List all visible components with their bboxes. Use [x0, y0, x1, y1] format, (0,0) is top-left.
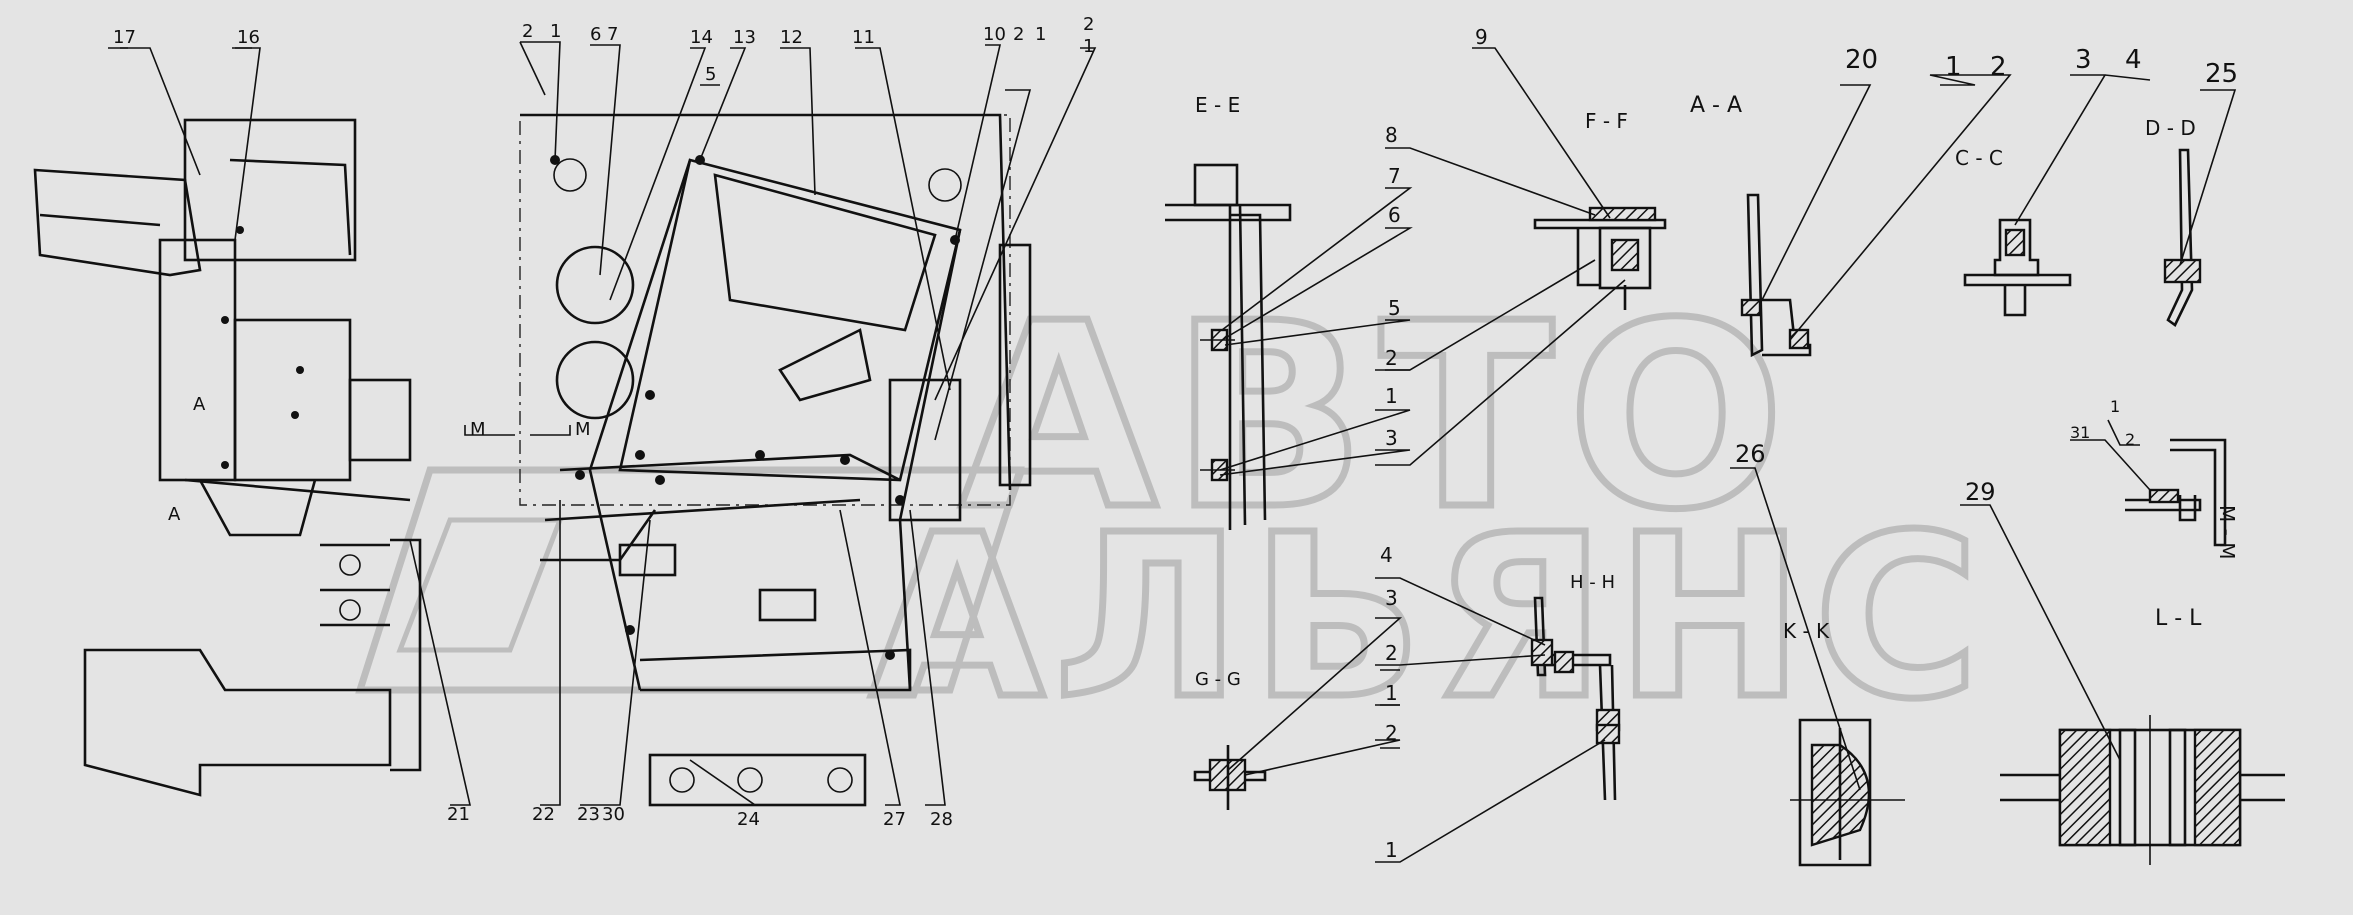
- callout-1h: 1: [1385, 838, 1398, 862]
- callout-9: 9: [1475, 25, 1488, 49]
- detail-callouts: 9 8 7 6 5 2 1 3 20 1 2 3 4 25 26 29 4 3 …: [1380, 25, 2238, 862]
- section-mm: M - M: [2125, 438, 2239, 559]
- callout-30: 30: [602, 804, 625, 825]
- callout-1b: 1: [1035, 24, 1046, 45]
- callout-2d: 2: [1385, 346, 1398, 370]
- section-dd-label: D - D: [2145, 116, 2196, 140]
- callout-23: 23: [577, 804, 600, 825]
- callout-1c: 1: [1083, 36, 1094, 57]
- section-aa-label: A - A: [1690, 93, 1742, 118]
- callout-20: 20: [1845, 45, 1878, 75]
- callout-4e: 4: [2125, 45, 2142, 75]
- callout-25: 25: [2205, 59, 2238, 89]
- callout-2: 2: [522, 21, 533, 42]
- callout-26: 26: [1735, 440, 1766, 468]
- section-hh: H - H: [1530, 572, 1621, 801]
- callout-16: 16: [237, 27, 260, 48]
- callout-22: 22: [532, 804, 555, 825]
- section-mark-a-bottom: A: [168, 504, 181, 525]
- callout-5: 5: [705, 64, 716, 85]
- section-mm-label: M - M: [2215, 505, 2239, 559]
- main-view: 17 16 2 1 6 7 14 13 5 12 11 10 2 1 2 1 2…: [33, 14, 1097, 830]
- callout-1e: 1: [1945, 52, 1962, 82]
- callout-12: 12: [780, 27, 803, 48]
- section-cc-label: C - C: [1955, 146, 2003, 170]
- callout-4f: 4: [1380, 543, 1393, 567]
- section-ll-label: L - L: [2155, 606, 2202, 631]
- section-ff-label: F - F: [1585, 109, 1628, 133]
- section-ll: L - L: [2000, 606, 2285, 865]
- callout-10: 10: [983, 24, 1006, 45]
- callout-29: 29: [1965, 478, 1996, 506]
- watermark: АВТО АЛЬЯНС: [355, 266, 1989, 753]
- callout-3e: 3: [2075, 45, 2092, 75]
- callout-13: 13: [733, 27, 756, 48]
- callout-28: 28: [930, 809, 953, 830]
- callout-2-mm: 2: [2125, 430, 2135, 449]
- section-dd: D - D: [2145, 116, 2202, 327]
- detail-leaders: [1219, 47, 2237, 863]
- callout-17: 17: [113, 27, 136, 48]
- callout-11: 11: [852, 27, 875, 48]
- callout-3f: 3: [1385, 586, 1398, 610]
- callout-8: 8: [1385, 123, 1398, 147]
- callout-31: 31: [2070, 423, 2090, 442]
- callout-1: 1: [550, 21, 561, 42]
- section-mark-m-right: M: [575, 419, 591, 440]
- callout-2f: 2: [1385, 641, 1398, 665]
- section-ee: E - E: [1165, 93, 1292, 530]
- callout-21: 21: [447, 804, 470, 825]
- callout-5b: 5: [1388, 296, 1401, 320]
- callout-14: 14: [690, 27, 713, 48]
- section-kk: K - K: [1783, 619, 1905, 867]
- callout-2g: 2: [1385, 721, 1398, 745]
- section-hh-label: H - H: [1570, 572, 1615, 593]
- watermark-line2: АЛЬЯНС: [870, 487, 1989, 749]
- callout-6b: 6: [1388, 203, 1401, 227]
- callout-2c: 2: [1083, 14, 1094, 35]
- section-ff: F - F: [1533, 109, 1667, 310]
- section-mark-a-top: A: [193, 394, 206, 415]
- section-mark-m-left: M: [470, 419, 486, 440]
- callout-24: 24: [737, 809, 760, 830]
- callout-1-mm: 1: [2110, 397, 2120, 416]
- section-ee-label: E - E: [1195, 93, 1240, 117]
- callout-7: 7: [607, 24, 618, 45]
- callout-3d: 3: [1385, 426, 1398, 450]
- section-aa: A - A: [1690, 93, 1812, 358]
- section-cc: C - C: [1955, 146, 2072, 317]
- callout-6: 6: [590, 24, 601, 45]
- watermark-line1: АВТО: [960, 269, 1798, 566]
- section-gg-label: G - G: [1195, 669, 1241, 690]
- callout-27: 27: [883, 809, 906, 830]
- callout-1d: 1: [1385, 384, 1398, 408]
- callout-2e: 2: [1990, 52, 2007, 82]
- section-kk-label: K - K: [1783, 619, 1830, 643]
- callout-1g: 1: [1385, 681, 1398, 705]
- callout-2b: 2: [1013, 24, 1024, 45]
- callout-7b: 7: [1388, 164, 1401, 188]
